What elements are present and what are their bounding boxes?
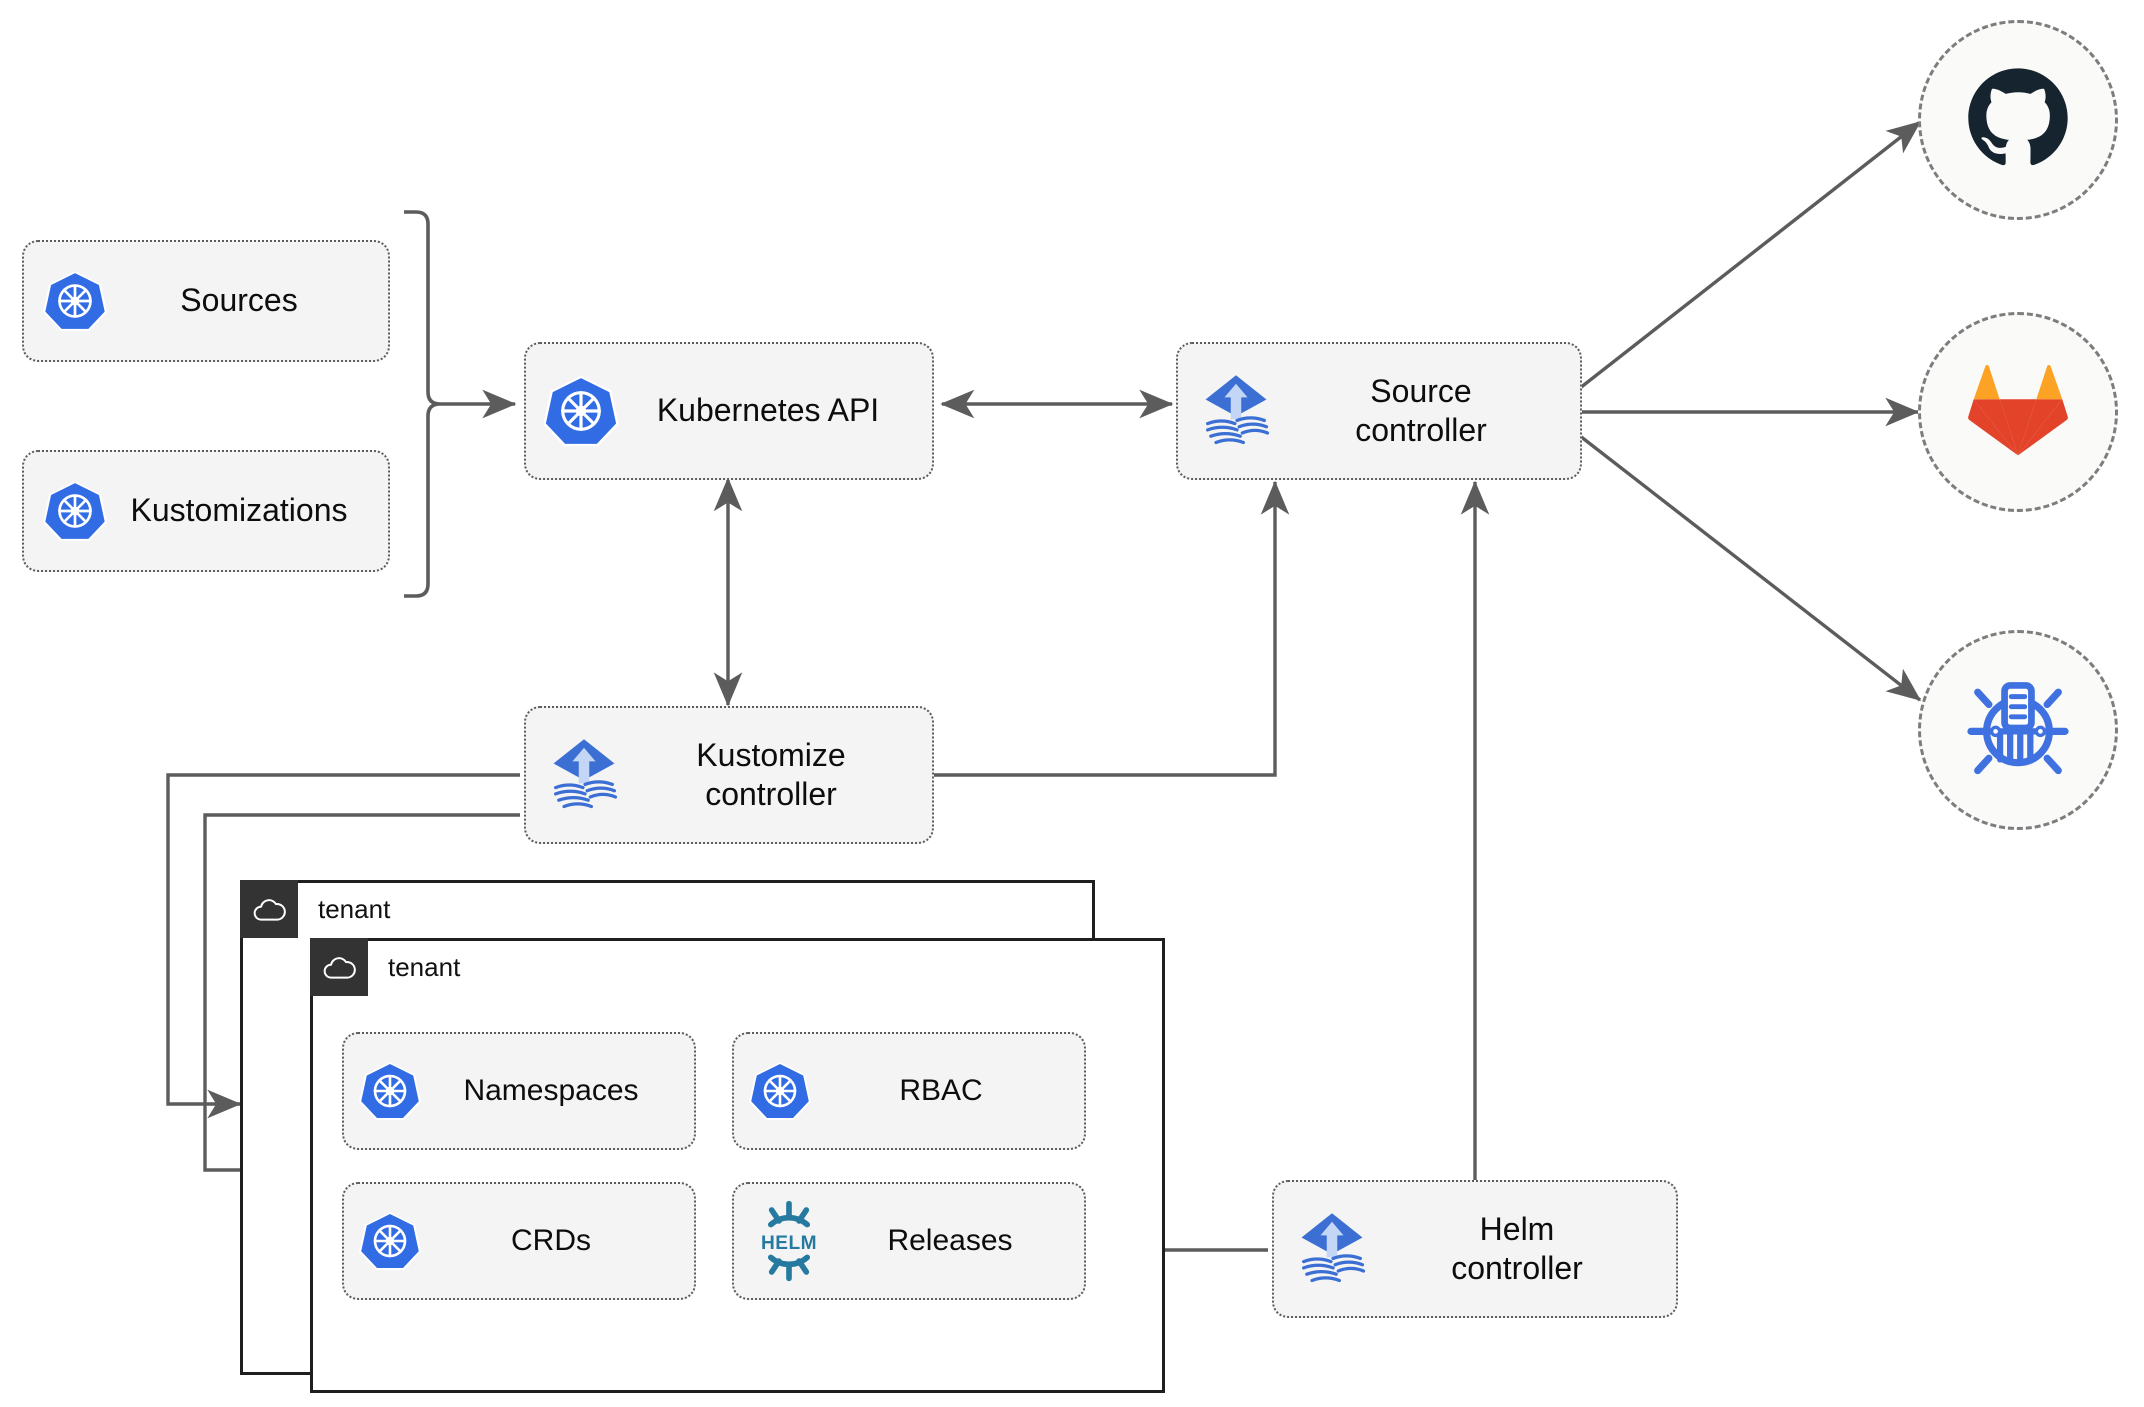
kubernetes-icon bbox=[358, 1209, 422, 1273]
node-label: Source controller bbox=[1355, 372, 1487, 448]
kubernetes-icon bbox=[542, 372, 620, 450]
flux-icon bbox=[1194, 369, 1278, 453]
edge-source-to-github bbox=[1578, 120, 1922, 390]
gitlab-icon bbox=[1964, 356, 2072, 469]
node-label: RBAC bbox=[899, 1073, 983, 1107]
helm-icon: HELM bbox=[748, 1200, 830, 1282]
node-namespaces[interactable]: Namespaces bbox=[342, 1032, 696, 1150]
flux-icon bbox=[1290, 1207, 1374, 1291]
node-label: Kustomize controller bbox=[696, 736, 846, 812]
node-kubernetes-api[interactable]: Kubernetes API bbox=[524, 342, 934, 480]
tenant-header: tenant bbox=[310, 938, 460, 996]
github-icon bbox=[1964, 64, 2072, 177]
provider-gitlab[interactable] bbox=[1918, 312, 2118, 512]
cloud-icon bbox=[310, 938, 368, 996]
node-label: Kustomizations bbox=[130, 492, 348, 529]
node-label: Releases bbox=[887, 1223, 1013, 1257]
node-crds[interactable]: CRDs bbox=[342, 1182, 696, 1300]
kubernetes-icon bbox=[42, 478, 108, 544]
node-sources[interactable]: Sources bbox=[22, 240, 390, 362]
tenant-header: tenant bbox=[240, 880, 390, 938]
edge-source-to-helm-repo bbox=[1578, 434, 1922, 702]
node-label: Helm controller bbox=[1451, 1210, 1583, 1286]
flux-icon bbox=[542, 733, 626, 817]
node-label: Sources bbox=[180, 282, 298, 319]
kubernetes-icon bbox=[748, 1059, 812, 1123]
svg-text:HELM: HELM bbox=[761, 1233, 817, 1254]
node-kustomizations[interactable]: Kustomizations bbox=[22, 450, 390, 572]
node-releases[interactable]: HELM Releases bbox=[732, 1182, 1086, 1300]
node-label: Kubernetes API bbox=[656, 392, 880, 429]
node-label: CRDs bbox=[511, 1223, 591, 1257]
node-source-controller[interactable]: Source controller bbox=[1176, 342, 1582, 480]
node-kustomize-controller[interactable]: Kustomize controller bbox=[524, 706, 934, 844]
tenant-container-inner: tenant bbox=[310, 938, 1165, 1393]
node-helm-controller[interactable]: Helm controller bbox=[1272, 1180, 1678, 1318]
kubernetes-icon bbox=[358, 1059, 422, 1123]
provider-helm-repository[interactable] bbox=[1918, 630, 2118, 830]
edge-kustomize-to-source-controller bbox=[930, 480, 1290, 777]
tenant-label: tenant bbox=[388, 951, 461, 982]
node-label: Namespaces bbox=[463, 1073, 639, 1107]
node-rbac[interactable]: RBAC bbox=[732, 1032, 1086, 1150]
group-brace bbox=[404, 210, 441, 598]
helm-repository-icon bbox=[1962, 672, 2074, 789]
tenant-label: tenant bbox=[318, 893, 391, 924]
cloud-icon bbox=[240, 880, 298, 938]
provider-github[interactable] bbox=[1918, 20, 2118, 220]
kubernetes-icon bbox=[42, 268, 108, 334]
